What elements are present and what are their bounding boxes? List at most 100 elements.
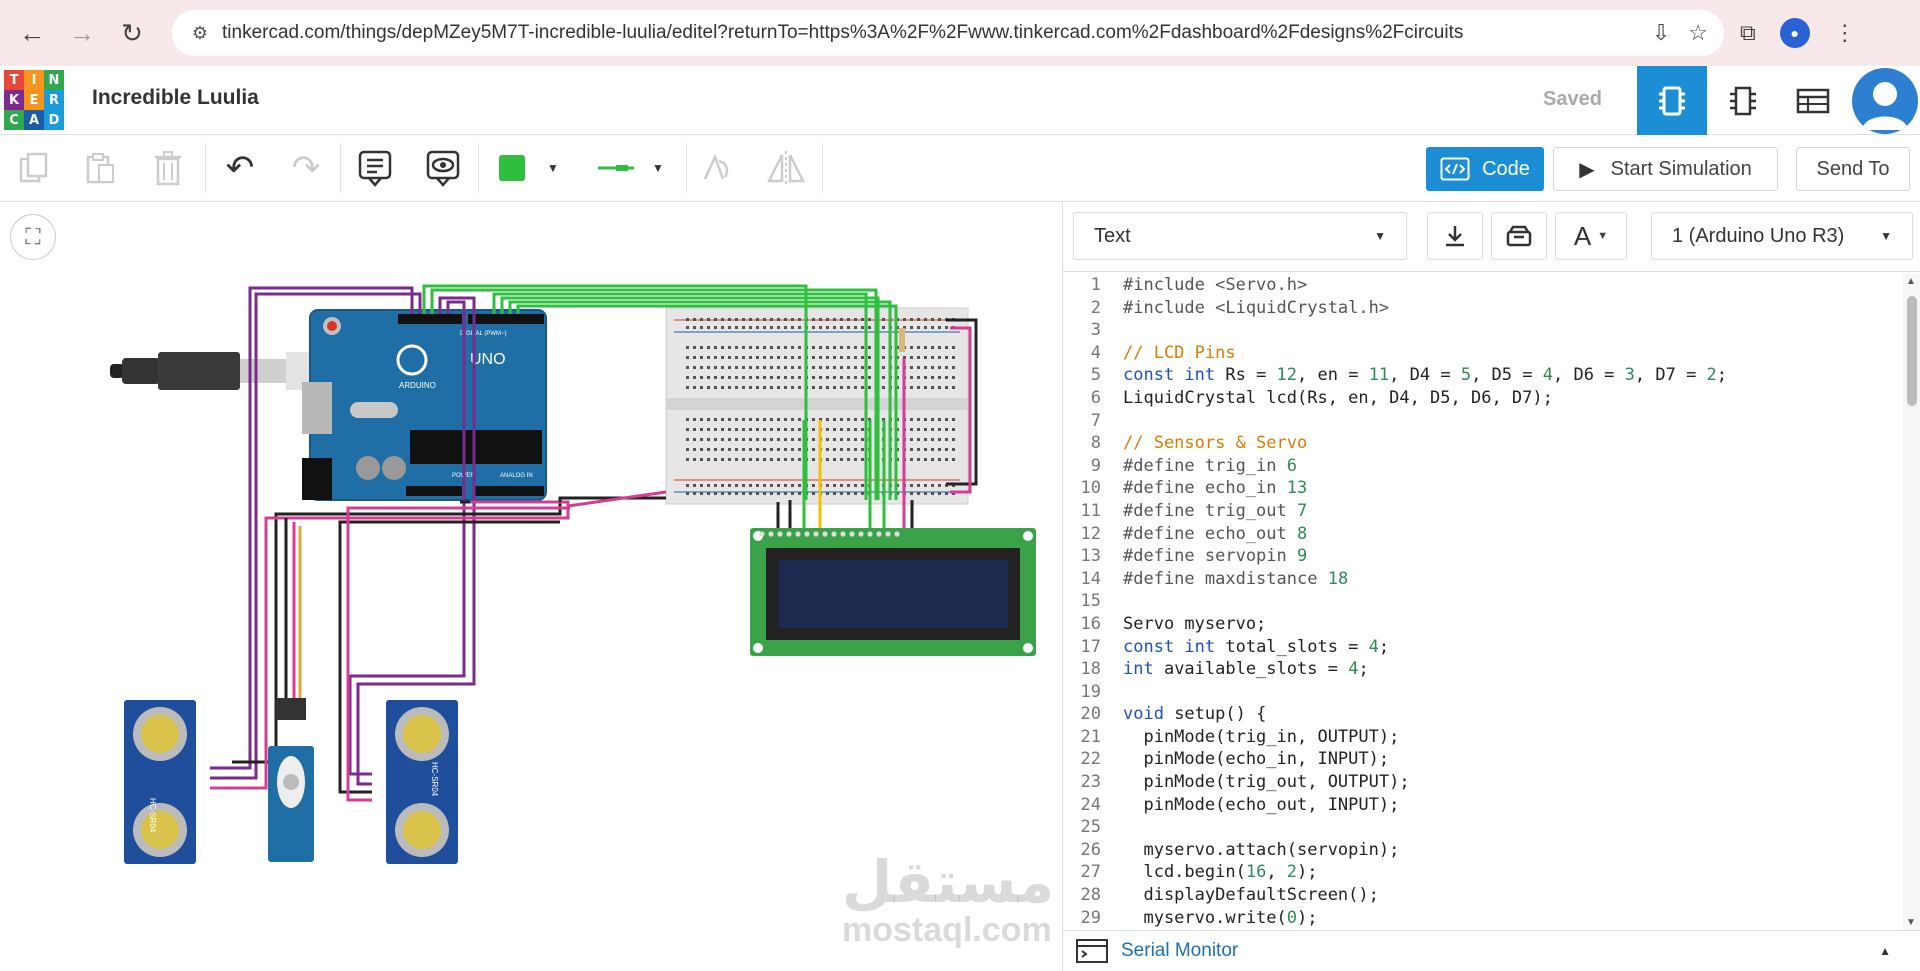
notes-visibility-icon[interactable] [422,145,464,191]
code-editor[interactable]: 1#include <Servo.h>2#include <LiquidCrys… [1063,274,1903,930]
code-line[interactable]: 24 pinMode(echo_out, INPUT); [1063,794,1903,817]
line-content: // Sensors & Servo [1111,432,1307,455]
scroll-thumb[interactable] [1907,296,1917,406]
code-line[interactable]: 11#define trig_out 7 [1063,500,1903,523]
arduino-brand-label: ARDUINO [399,381,436,390]
back-arrow-icon[interactable]: ← [19,17,45,48]
circuit-view-button[interactable] [1637,66,1707,135]
code-token: total_slots = [1225,636,1369,657]
fit-view-icon[interactable]: ⛶ [10,214,56,260]
schematic-view-icon [1730,86,1756,115]
ultrasonic-sensor-right[interactable]: HC-SR04 [386,700,458,864]
code-line[interactable]: 9#define trig_in 6 [1063,455,1903,478]
code-line[interactable]: 25 [1063,816,1903,839]
code-line[interactable]: 1#include <Servo.h> [1063,274,1903,297]
code-line[interactable]: 23 pinMode(trig_out, OUTPUT); [1063,771,1903,794]
scroll-down-icon[interactable]: ▼ [1906,917,1916,928]
redo-icon[interactable]: ↷ [291,149,321,187]
wire-type-picker[interactable]: ▼ [584,145,676,191]
code-line[interactable]: 4// LCD Pins [1063,342,1903,365]
reload-icon[interactable]: ↻ [121,17,143,48]
code-line[interactable]: 2#include <LiquidCrystal.h> [1063,297,1903,320]
user-avatar[interactable] [1852,68,1918,134]
code-token: 3 [1624,365,1635,386]
line-content: // LCD Pins [1111,342,1236,365]
send-to-button[interactable]: Send To [1796,147,1910,191]
code-mode-label: Text [1094,224,1131,247]
line-number: 8 [1090,433,1101,454]
delete-icon[interactable] [148,145,188,191]
chevron-down-icon: ▼ [652,161,664,175]
serial-monitor-bar[interactable]: Serial Monitor ▲ [1063,930,1920,971]
code-line[interactable]: 7 [1063,410,1903,433]
code-token: 6 [1286,455,1298,476]
code-mode-dropdown[interactable]: Text ▼ [1073,212,1407,260]
line-number: 29 [1080,907,1101,928]
editor-scrollbar[interactable]: ▲ ▼ [1903,274,1920,930]
star-icon[interactable]: ☆ [1688,20,1708,45]
install-icon[interactable]: ⇩ [1651,20,1671,45]
font-size-dropdown[interactable]: A ▼ [1555,212,1627,260]
scroll-up-icon[interactable]: ▲ [1906,276,1916,287]
breadboard[interactable] [665,307,969,505]
menu-dots-icon[interactable]: ⋮ [1833,20,1856,45]
design-title[interactable]: Incredible Luulia [92,86,259,109]
download-icon[interactable] [1427,212,1483,260]
notes-icon[interactable] [354,145,396,191]
libraries-icon[interactable] [1491,212,1547,260]
copy-icon[interactable] [14,145,54,191]
code-line[interactable]: 28 displayDefaultScreen(); [1063,884,1903,907]
usb-cable[interactable] [110,352,314,390]
undo-icon[interactable]: ↶ [225,149,255,187]
code-line[interactable]: 8 // Sensors & Servo [1063,432,1903,455]
code-button[interactable]: Code [1426,147,1544,191]
component-list-button[interactable] [1778,66,1848,135]
code-line[interactable]: 13#define servopin 9 [1063,545,1903,568]
code-token: 7 [1297,500,1308,521]
code-line[interactable]: 12#define echo_out 8 [1063,523,1903,546]
code-line[interactable]: 10#define echo_in 13 [1063,477,1903,500]
line-content: #include <Servo.h> [1111,274,1307,297]
color-picker[interactable]: ▼ [486,145,572,191]
code-line[interactable]: 3 [1063,319,1903,342]
extensions-icon[interactable]: ⧉ [1740,20,1756,45]
start-simulation-button[interactable]: ▶ Start Simulation [1553,147,1778,191]
line-number: 21 [1080,726,1101,747]
arduino-uno[interactable]: UNO ARDUINO DIGITAL (PWM~) POWER ANALOG … [302,309,547,501]
paste-icon[interactable] [80,145,120,191]
circuit-canvas[interactable]: ⛶ UNO ARDUINO DIGITAL (PWM~) [0,202,1062,971]
code-token: pinMode(echo_out, INPUT); [1123,794,1400,815]
code-token: myservo.attach(servopin); [1123,839,1400,860]
forward-arrow-icon[interactable]: → [69,17,95,48]
code-line[interactable]: 21 pinMode(trig_in, OUTPUT); [1063,726,1903,749]
ultrasonic-sensor-left[interactable]: HC-SR04 [124,700,196,864]
rotate-icon[interactable] [696,145,736,191]
code-token: pinMode(trig_in, OUTPUT); [1123,726,1400,747]
flip-icon[interactable] [764,145,808,191]
servo-motor[interactable] [268,698,314,862]
code-line[interactable]: 19 [1063,681,1903,704]
address-bar[interactable]: ⚙ tinkercad.com/things/depMZey5M7T-incre… [172,10,1724,56]
site-settings-icon[interactable]: ⚙ [191,22,209,43]
wires[interactable] [210,284,978,802]
code-line[interactable]: 27 lcd.begin(16, 2); [1063,861,1903,884]
line-number: 16 [1080,613,1101,634]
code-line[interactable]: 14#define maxdistance 18 [1063,568,1903,591]
schematic-view-button[interactable] [1708,66,1778,135]
profile-icon[interactable]: ● [1779,18,1810,48]
code-line[interactable]: 29 myservo.write(0); [1063,907,1903,930]
code-line[interactable]: 15 [1063,590,1903,613]
expand-up-icon[interactable]: ▲ [1879,944,1891,958]
code-token: myservo.write( [1123,907,1287,928]
lcd-16x2[interactable] [750,528,1036,656]
code-line[interactable]: 22 pinMode(echo_in, INPUT); [1063,748,1903,771]
code-line[interactable]: 26 myservo.attach(servopin); [1063,839,1903,862]
device-dropdown[interactable]: 1 (Arduino Uno R3) ▼ [1651,212,1913,260]
